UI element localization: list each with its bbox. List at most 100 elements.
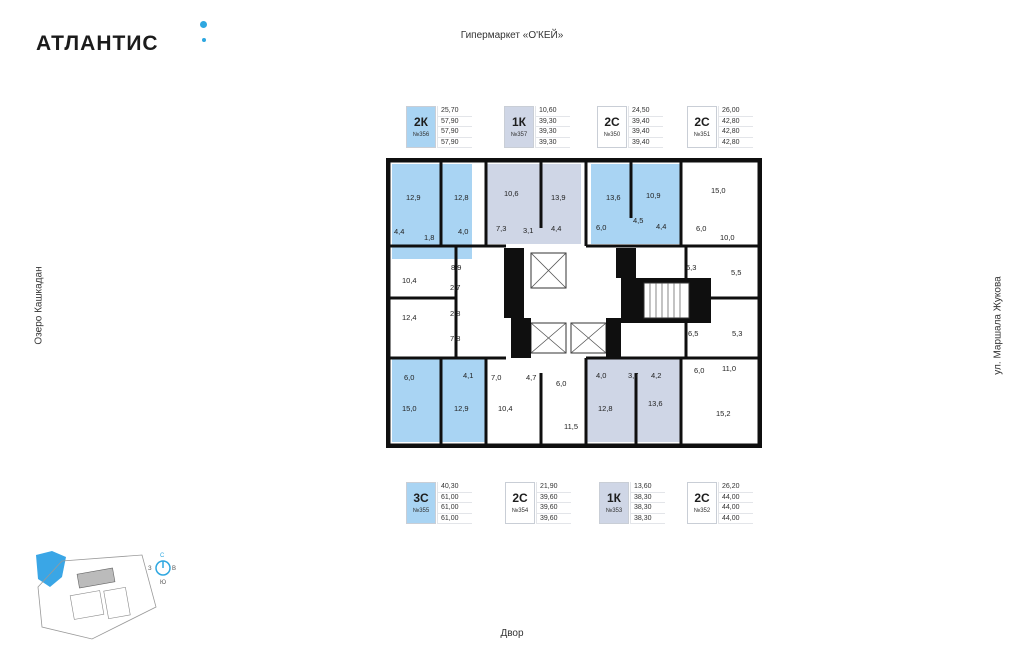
- core-wall: [504, 248, 524, 318]
- area-value: 39,30: [535, 116, 570, 127]
- room-area: 15,2: [716, 409, 731, 418]
- area-value: 10,60: [535, 106, 570, 117]
- area-value: 21,90: [536, 482, 571, 493]
- area-value: 39,40: [628, 127, 663, 138]
- apartment-tag: 2К №356: [406, 106, 436, 148]
- area-value: 39,60: [536, 503, 571, 514]
- room-area: 6,5: [688, 329, 698, 338]
- area-value: 39,60: [536, 492, 571, 503]
- area-value: 25,70: [437, 106, 472, 117]
- room-area: 3,7: [628, 371, 638, 380]
- area-value: 38,30: [630, 513, 665, 524]
- apartment-tag: 2С №350: [597, 106, 627, 148]
- room-area: 3,1: [523, 226, 533, 235]
- apartment-type: 2К: [414, 115, 428, 129]
- surrounding-right-label: ул. Маршала Жукова: [992, 276, 1004, 375]
- apt-356-highlight[interactable]: [392, 164, 472, 259]
- surrounding-left-label: Озеро Кашкадан: [33, 266, 45, 345]
- room-area: 4,5: [633, 216, 643, 225]
- room-area: 10,9: [646, 191, 661, 200]
- room-area: 10,4: [402, 276, 417, 285]
- room-area: 10,0: [720, 233, 735, 242]
- room-area: 11,0: [722, 364, 736, 373]
- compass-west: З: [148, 566, 152, 572]
- area-value: 44,00: [718, 503, 753, 514]
- room-area: 4,2: [651, 371, 661, 380]
- apartment-number: №356: [412, 132, 430, 138]
- apt-350-highlight[interactable]: [591, 164, 681, 244]
- area-value: 38,30: [630, 492, 665, 503]
- area-value: 57,90: [437, 116, 472, 127]
- apartment-type: 2С: [604, 115, 620, 129]
- room-area: 13,9: [551, 193, 566, 202]
- room-area: 15,0: [402, 404, 417, 413]
- room-area: 4,4: [394, 227, 404, 236]
- room-area: 13,6: [606, 193, 621, 202]
- room-area: 4,0: [458, 227, 468, 236]
- room-area: 11,5: [564, 422, 578, 431]
- room-area: 4,7: [526, 373, 536, 382]
- apartment-type: 1К: [512, 115, 526, 129]
- area-value: 39,30: [535, 127, 570, 138]
- room-area: 12,9: [406, 193, 421, 202]
- apartment-type: 2С: [694, 491, 710, 505]
- area-value: 39,60: [536, 513, 571, 524]
- area-value: 61,00: [437, 492, 472, 503]
- room-labels: 12,9 12,8 10,6 13,9 13,6 10,9 15,0 4,4 1…: [394, 186, 742, 431]
- room-area: 12,8: [598, 404, 613, 413]
- area-value: 26,00: [718, 106, 753, 117]
- compass-south: Ю: [160, 580, 166, 585]
- room-area: 6,0: [696, 224, 706, 233]
- area-value: 57,90: [437, 137, 472, 148]
- room-area: 13,6: [648, 399, 663, 408]
- area-value: 42,80: [718, 137, 753, 148]
- logo-dot-icon: [200, 21, 207, 28]
- lake-icon: [36, 551, 66, 587]
- area-value: 57,90: [437, 127, 472, 138]
- room-area: 2,8: [450, 309, 460, 318]
- room-area: 2,7: [450, 283, 460, 292]
- site-plan-thumbnail: [36, 551, 157, 640]
- area-value: 26,20: [718, 482, 753, 493]
- room-area: 10,4: [498, 404, 513, 413]
- internal-walls: [388, 160, 760, 446]
- apt-353-highlight[interactable]: [586, 358, 681, 442]
- room-area: 6,0: [404, 373, 414, 382]
- area-value: 44,00: [718, 513, 753, 524]
- surrounding-bottom-label: Двор: [500, 628, 524, 639]
- area-value: 13,60: [630, 482, 665, 493]
- room-area: 10,6: [504, 189, 519, 198]
- apartment-number: №354: [511, 508, 529, 514]
- core-wall: [606, 318, 621, 358]
- area-value: 24,50: [628, 106, 663, 117]
- area-value: 40,30: [437, 482, 472, 493]
- apartment-number: №353: [605, 508, 623, 514]
- core-wall: [616, 248, 636, 278]
- stairs-icon: [649, 283, 681, 318]
- room-area: 12,8: [454, 193, 469, 202]
- apartment-type: 2С: [694, 115, 710, 129]
- core-wall: [511, 318, 531, 358]
- room-area: 4,1: [463, 371, 473, 380]
- apartment-type: 3С: [413, 491, 429, 505]
- apt-357-highlight[interactable]: [486, 164, 581, 244]
- apartment-number: №350: [603, 132, 621, 138]
- room-area: 7,3: [496, 224, 506, 233]
- area-value: 39,40: [628, 137, 663, 148]
- area-value: 39,40: [628, 116, 663, 127]
- room-area: 15,0: [711, 186, 726, 195]
- logo-dot-small-icon: [202, 38, 206, 42]
- compass-icon: С Ю З В: [148, 553, 176, 585]
